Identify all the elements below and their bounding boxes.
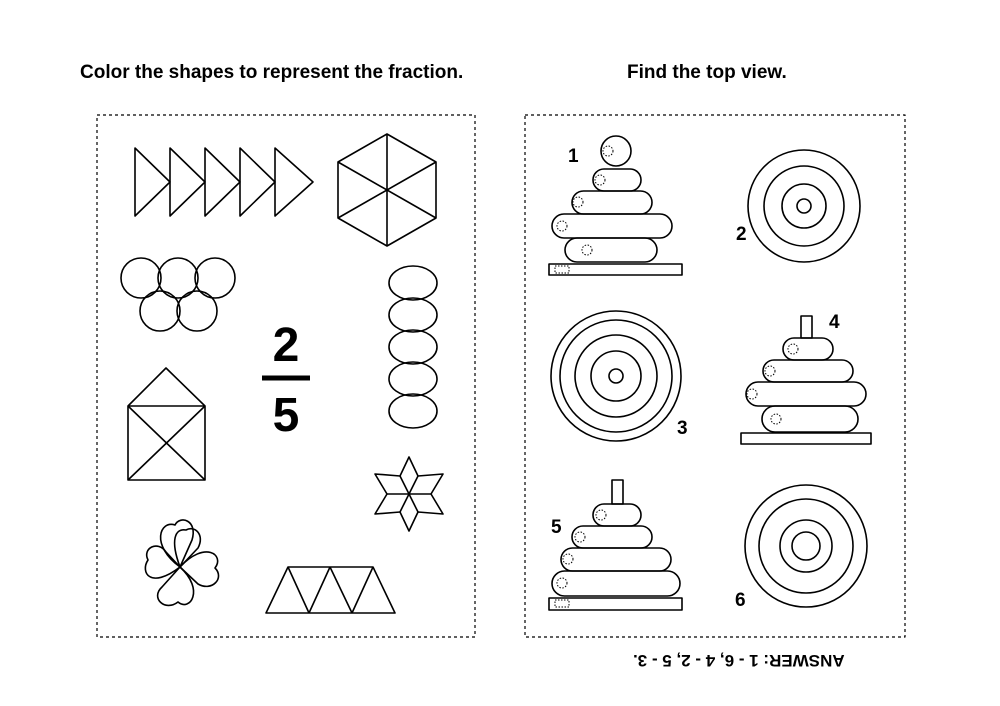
pyramid-1 [548, 135, 683, 276]
flower-shape [144, 519, 220, 607]
hexagon-shape [337, 133, 437, 247]
right-title: Find the top view. [627, 62, 787, 83]
top-view-3 [550, 310, 682, 442]
answer-text: ANSWER: 1 - 6, 4 - 2, 5 - 3. [633, 651, 845, 670]
top-view-6 [744, 484, 868, 608]
fraction-numerator: 2 [272, 319, 300, 372]
pyramid-5 [548, 479, 683, 611]
left-frame [96, 114, 476, 638]
label-5: 5 [551, 517, 562, 538]
circles-shape [120, 257, 236, 332]
star-shape [374, 456, 444, 532]
right-frame [524, 114, 906, 638]
label-6: 6 [735, 590, 746, 611]
trapezoid-shape [265, 566, 396, 614]
fraction-denominator: 5 [272, 389, 300, 442]
label-3: 3 [677, 418, 688, 439]
ellipse-stack-shape [388, 265, 438, 429]
top-view-2 [747, 149, 861, 263]
label-4: 4 [829, 312, 840, 333]
triangle-row-shape [134, 147, 314, 217]
house-shape [127, 367, 206, 481]
pyramid-4 [740, 315, 872, 445]
label-1: 1 [568, 146, 579, 167]
left-title: Color the shapes to represent the fracti… [80, 62, 464, 83]
label-2: 2 [736, 224, 747, 245]
